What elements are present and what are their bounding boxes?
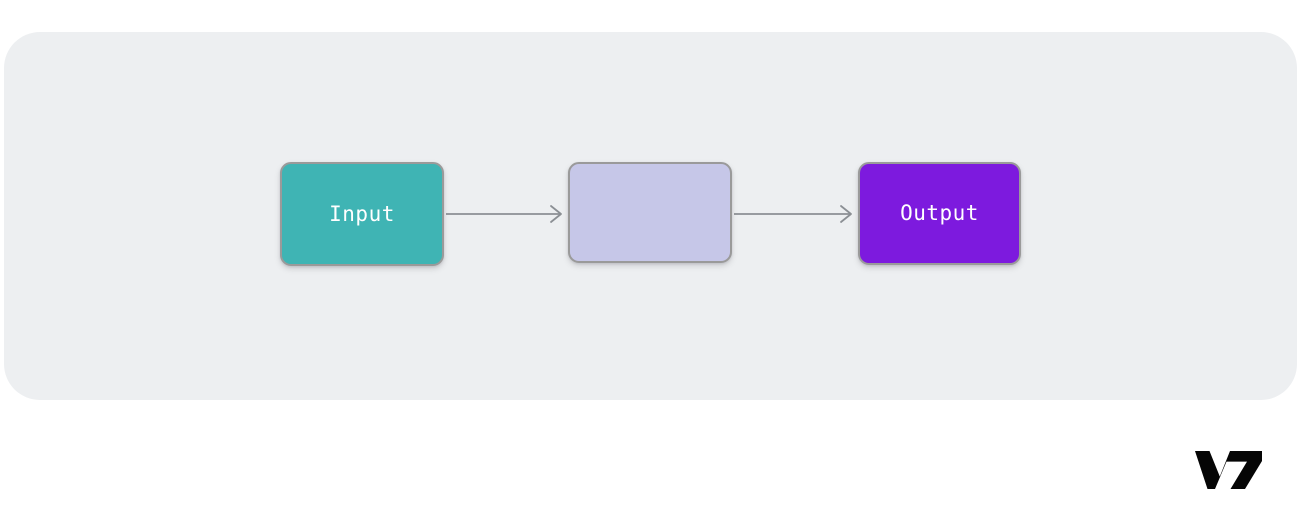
v7-logo-icon	[1195, 451, 1262, 489]
diagram-node-input-label: Input	[329, 201, 395, 226]
diagram-node-input[interactable]: Input	[280, 162, 444, 266]
v7-logo	[1193, 449, 1265, 491]
diagram-node-middle[interactable]	[568, 162, 732, 263]
diagram-node-output[interactable]: Output	[858, 162, 1021, 265]
diagram-node-output-label: Output	[900, 201, 979, 225]
